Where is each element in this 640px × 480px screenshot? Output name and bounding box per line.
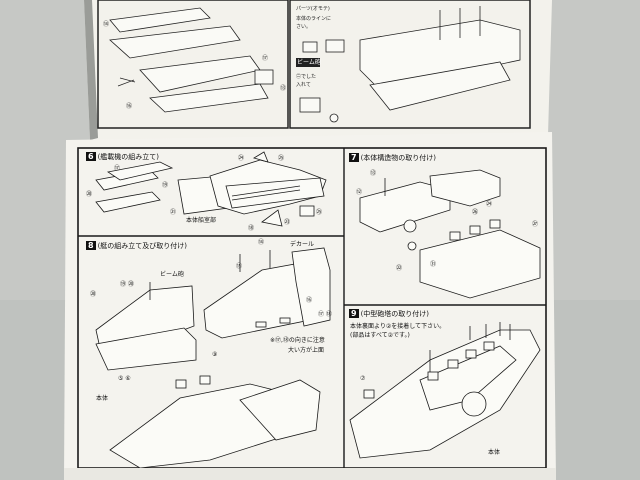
svg-text:入れて: 入れて: [296, 82, 311, 88]
svg-text:⑯: ⑯: [126, 102, 132, 110]
step8-header: 8(艇の組み立て及び取り付け): [86, 241, 187, 251]
svg-text:㉕: ㉕: [316, 208, 322, 216]
svg-text:⑲ ⑳: ⑲ ⑳: [120, 280, 134, 288]
svg-text:⑲: ⑲: [162, 181, 168, 189]
svg-text:㉓: ㉓: [284, 218, 290, 226]
svg-text:⑦: ⑦: [360, 375, 366, 382]
step7-number: 7: [349, 153, 359, 162]
svg-text:さい。: さい。: [296, 23, 311, 30]
step8-caution: ※⑰,⑱の向きに注意: [270, 337, 325, 344]
step6-header: 6(艦載機の組み立て): [86, 152, 159, 162]
svg-text:⑬: ⑬: [280, 84, 286, 92]
step8-drawing: [95, 247, 331, 469]
step7-drawing: [359, 169, 541, 299]
svg-text:⑳: ⑳: [90, 290, 96, 298]
svg-text:⑰: ⑰: [114, 164, 120, 172]
svg-text:パーツ(オモテ): パーツ(オモテ): [296, 6, 330, 12]
step8-decal-note: デカール: [290, 241, 315, 248]
svg-text:㉑: ㉑: [170, 208, 176, 216]
svg-text:㊁でした: ㊁でした: [296, 73, 316, 80]
svg-text:⑰ ⑱: ⑰ ⑱: [318, 310, 332, 318]
svg-text:㉒: ㉒: [396, 264, 402, 272]
svg-text:㉖: ㉖: [472, 208, 478, 216]
step8-caution2: 大い方が上面: [288, 347, 325, 354]
svg-text:㉕: ㉕: [278, 154, 284, 162]
svg-text:⑭: ⑭: [258, 238, 264, 246]
top-frame-right: [289, 0, 531, 129]
step6-number: 6: [86, 152, 96, 161]
svg-text:⑱: ⑱: [248, 224, 254, 232]
svg-text:㉗: ㉗: [532, 220, 538, 228]
svg-text:本体のラインに: 本体のラインに: [296, 15, 331, 22]
step6-hull-label: 本体船室部: [186, 217, 217, 224]
step9-header: 9(中型砲塔の取り付け): [349, 309, 429, 319]
step9-hull-note: 本体: [488, 449, 501, 456]
step8-number: 8: [86, 241, 96, 250]
svg-text:⑭: ⑭: [103, 20, 109, 28]
step9-note-line1: 本体裏面より②を接着して下さい。: [350, 323, 446, 330]
step9-note-line2: (部品はすべて②です。): [350, 332, 410, 339]
step8-hull-note: 本体: [96, 395, 109, 402]
step9-drawing: [349, 322, 541, 459]
svg-text:⑬: ⑬: [370, 169, 376, 177]
step7-header: 7(本体構造物の取り付け): [349, 153, 436, 163]
step7-title: (本体構造物の取り付け): [360, 154, 437, 162]
svg-text:㉛: ㉛: [430, 260, 436, 268]
svg-text:⑫: ⑫: [356, 188, 362, 196]
beam-cannon-tag: ビーム砲: [297, 59, 321, 66]
svg-text:㉔: ㉔: [238, 154, 244, 162]
svg-text:㉔: ㉔: [486, 200, 492, 208]
step8-title: (艇の組み立て及び取り付け): [97, 242, 188, 250]
svg-text:⑯: ⑯: [306, 296, 312, 304]
svg-text:⑳: ⑳: [86, 190, 92, 198]
svg-text:⑰: ⑰: [262, 54, 268, 62]
step9-title: (中型砲塔の取り付け): [360, 310, 430, 318]
step6-title: (艦載機の組み立て): [97, 153, 160, 161]
svg-text:⑨: ⑨: [212, 351, 217, 358]
svg-text:⑤ ⑥: ⑤ ⑥: [118, 375, 131, 382]
top-frame-left: [97, 0, 289, 129]
step6-drawing: [95, 151, 327, 227]
svg-text:⑮: ⑮: [236, 262, 242, 270]
step9-number: 9: [349, 309, 359, 318]
step8-beam-note: ビーム砲: [160, 271, 184, 278]
